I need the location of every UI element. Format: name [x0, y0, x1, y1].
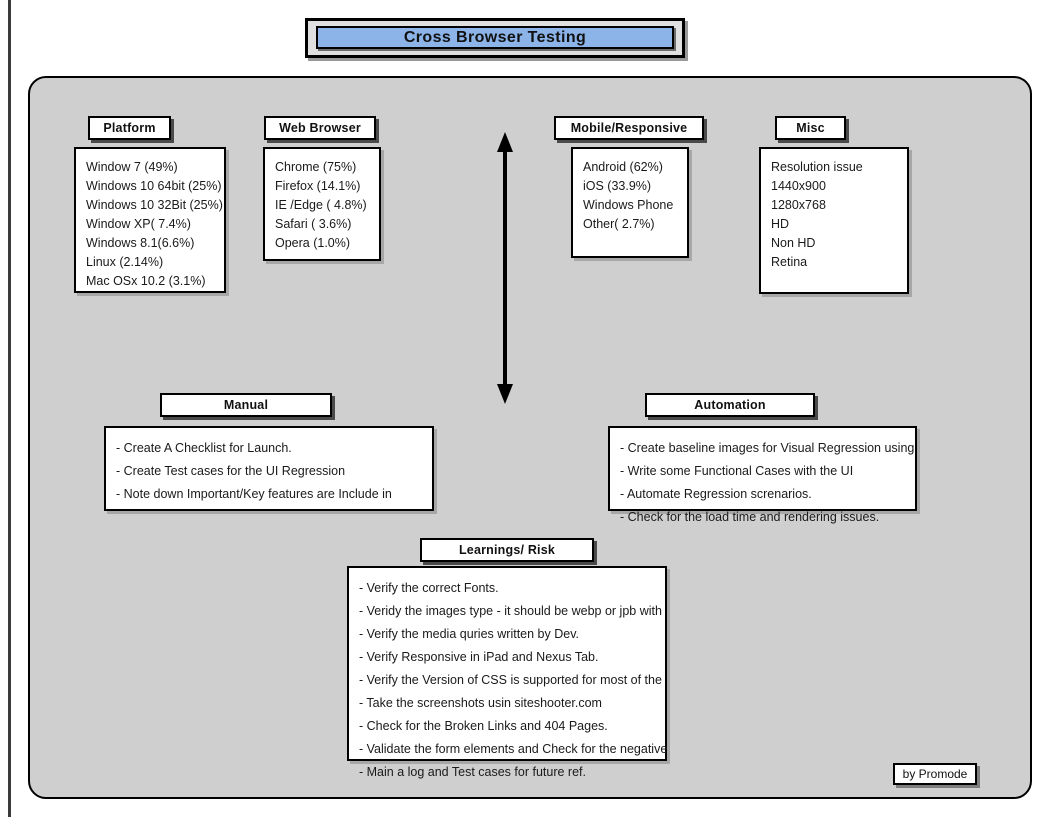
credit-badge: by Promode [893, 763, 977, 785]
section-header-mobile-responsive-label: Mobile/Responsive [570, 121, 688, 135]
list-item: Opera (1.0%) [275, 236, 351, 250]
section-header-manual: Manual [160, 393, 332, 417]
section-header-automation-label: Automation [694, 398, 766, 412]
list-item: - Create Test cases for the UI Regressio… [116, 464, 346, 478]
list-item: Window 7 (49%) [86, 160, 178, 174]
list-item: - Validate the form elements and Check f… [359, 742, 668, 756]
section-header-manual-label: Manual [223, 398, 269, 412]
list-item: Other( 2.7%) [583, 217, 655, 231]
list-item: Chrome (75%) [275, 160, 357, 174]
list-item: Mac OSx 10.2 (3.1%) [86, 274, 206, 288]
list-item: 1280x768 [771, 198, 826, 212]
section-header-web-browser-label: Web Browser [279, 121, 361, 135]
page-title: Cross Browser Testing [316, 26, 674, 49]
section-header-web-browser: Web Browser [264, 116, 376, 140]
list-item: - Create A Checklist for Launch. [116, 441, 292, 455]
page-title-label: Cross Browser Testing [403, 28, 587, 46]
section-header-learnings-risk-label: Learnings/ Risk [458, 543, 556, 557]
panel-learnings-risk: - Verify the correct Fonts. - Veridy the… [347, 566, 668, 779]
credit-label: by Promode [902, 767, 968, 781]
panel-automation: - Create baseline images for Visual Regr… [608, 426, 917, 524]
double-headed-arrow-icon [497, 132, 513, 404]
section-header-automation: Automation [645, 393, 815, 417]
list-item: Android (62%) [583, 160, 663, 174]
title-frame: Cross Browser Testing [305, 18, 685, 58]
list-item: - Verify the media quries written by Dev… [359, 627, 579, 641]
section-header-misc-label: Misc [796, 121, 825, 135]
list-item: - Main a log and Test cases for future r… [359, 765, 586, 779]
list-item: - Write some Functional Cases with the U… [620, 464, 854, 478]
list-item: - Create baseline images for Visual Regr… [620, 441, 915, 455]
list-item: Retina [771, 255, 808, 269]
list-item: Non HD [771, 236, 816, 250]
list-item: - Verify the Version of CSS is supported… [359, 673, 662, 687]
list-item: IE /Edge ( 4.8%) [275, 198, 367, 212]
list-item: Windows 8.1(6.6%) [86, 236, 195, 250]
list-item: iOS (33.9%) [583, 179, 652, 193]
section-header-platform-label: Platform [103, 121, 156, 135]
list-item: HD [771, 217, 790, 231]
section-header-mobile-responsive: Mobile/Responsive [554, 116, 704, 140]
list-item: - Check for the load time and rendering … [620, 510, 880, 524]
list-item: Window XP( 7.4%) [86, 217, 191, 231]
list-item: - Note down Important/Key features are I… [116, 487, 392, 501]
list-item: Resolution issue [771, 160, 863, 174]
list-item: Windows 10 32Bit (25%) [86, 198, 223, 212]
list-item: - Verify Responsive in iPad and Nexus Ta… [359, 650, 599, 664]
list-item: 1440x900 [771, 179, 826, 193]
list-item: - Check for the Broken Links and 404 Pag… [359, 719, 608, 733]
list-item: Windows 10 64bit (25%) [86, 179, 222, 193]
list-item: - Take the screenshots usin siteshooter.… [359, 696, 602, 710]
section-header-learnings-risk: Learnings/ Risk [420, 538, 594, 562]
list-item: Firefox (14.1%) [275, 179, 361, 193]
section-header-platform: Platform [88, 116, 171, 140]
left-edge-rule [8, 0, 11, 817]
list-item: Linux (2.14%) [86, 255, 164, 269]
panel-web-browser: Chrome (75%) Firefox (14.1%) IE /Edge ( … [263, 147, 381, 261]
section-header-misc: Misc [775, 116, 846, 140]
panel-manual: - Create A Checklist for Launch. - Creat… [104, 426, 434, 511]
panel-misc: Resolution issue 1440x900 1280x768 HD No… [759, 147, 909, 294]
list-item: - Verify the correct Fonts. [359, 581, 499, 595]
panel-mobile-responsive: Android (62%) iOS (33.9%) Windows Phone … [571, 147, 689, 258]
list-item: - Veridy the images type - it should be … [359, 604, 662, 618]
list-item: - Automate Regression screnarios. [620, 487, 812, 501]
panel-platform: Window 7 (49%) Windows 10 64bit (25%) Wi… [74, 147, 226, 293]
list-item: Windows Phone [583, 198, 674, 212]
list-item: Safari ( 3.6%) [275, 217, 352, 231]
